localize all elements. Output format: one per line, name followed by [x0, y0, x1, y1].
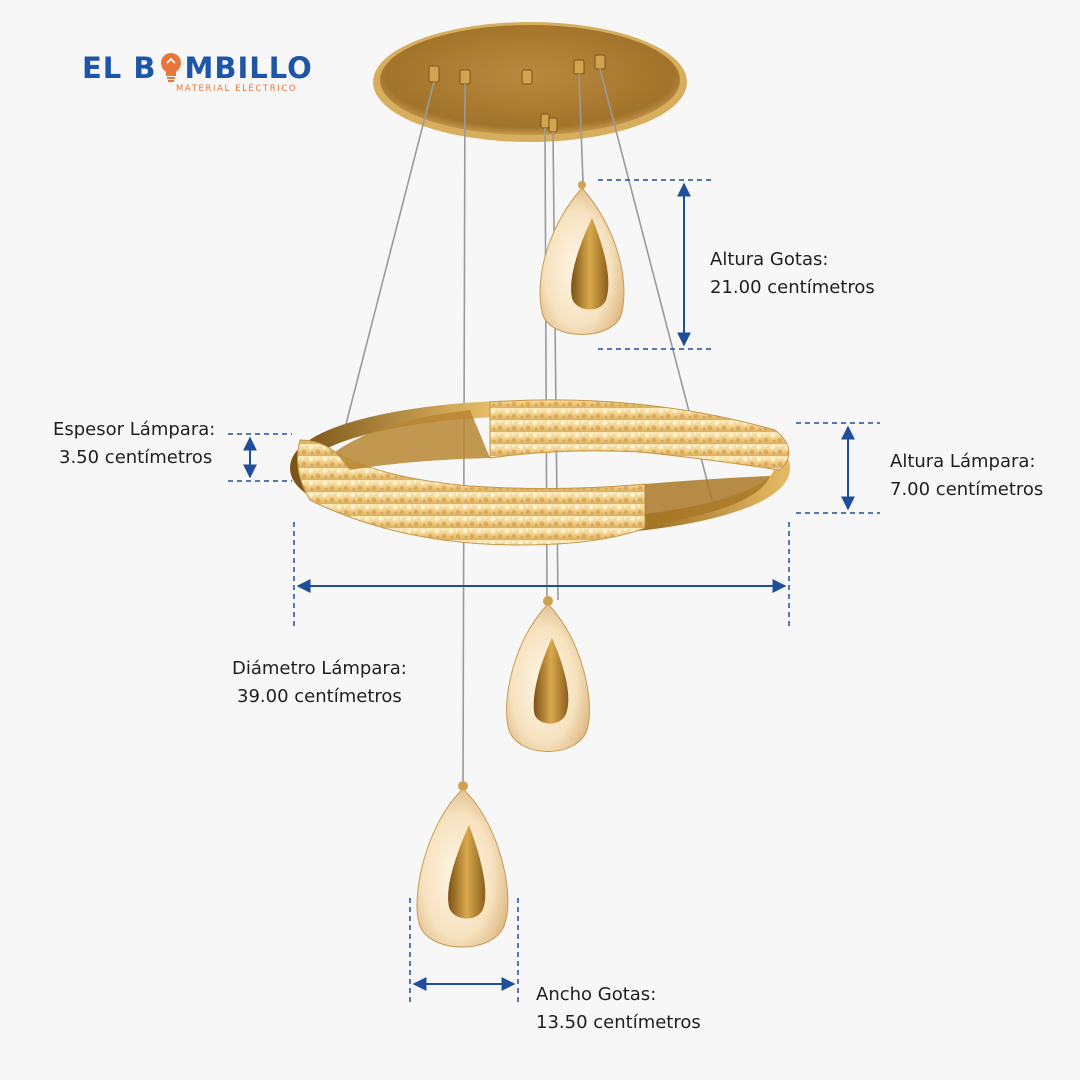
label-value: 39.00 centímetros — [237, 686, 402, 707]
label-value: 21.00 centímetros — [710, 277, 875, 298]
label-title: Espesor Lámpara: — [53, 419, 216, 440]
label-espesor-lampara: Espesor Lámpara: 3.50 centímetros — [53, 416, 215, 472]
teardrop-pendant-bottom — [416, 781, 509, 948]
label-title: Altura Gotas: — [710, 249, 829, 270]
label-title: Diámetro Lámpara: — [232, 658, 407, 679]
dimension-ancho-gotas — [409, 898, 519, 1002]
teardrop-pendant-top — [539, 181, 625, 335]
label-altura-lampara: Altura Lámpara: 7.00 centímetros — [890, 448, 1043, 504]
ring-lamp — [290, 399, 790, 546]
brand-name: EL B MBILLO — [82, 50, 322, 86]
brand-name-left: EL B — [82, 51, 157, 85]
label-diametro-lampara: Diámetro Lámpara: 39.00 centímetros — [232, 655, 407, 711]
label-altura-gotas: Altura Gotas: 21.00 centímetros — [710, 246, 875, 302]
teardrop-pendant-middle — [506, 596, 590, 752]
brand-tagline: MATERIAL ELÉCTRICO — [176, 84, 298, 94]
label-value: 3.50 centímetros — [59, 447, 213, 468]
label-title: Ancho Gotas: — [536, 984, 657, 1005]
label-title: Altura Lámpara: — [890, 451, 1036, 472]
label-value: 7.00 centímetros — [890, 479, 1044, 500]
ceiling-canopy — [373, 22, 687, 142]
dimension-espesor-lampara — [228, 433, 292, 482]
dimension-altura-lampara — [796, 422, 880, 514]
dimension-diametro-lampara — [293, 522, 790, 628]
light-bulb-icon — [160, 53, 181, 82]
dimension-altura-gotas — [598, 179, 712, 350]
label-ancho-gotas: Ancho Gotas: 13.50 centímetros — [536, 981, 701, 1037]
label-value: 13.50 centímetros — [536, 1012, 701, 1033]
brand-name-right: MBILLO — [184, 51, 313, 85]
brand-logo: EL B MBILLO MATERIAL ELÉCTRICO — [82, 50, 322, 106]
